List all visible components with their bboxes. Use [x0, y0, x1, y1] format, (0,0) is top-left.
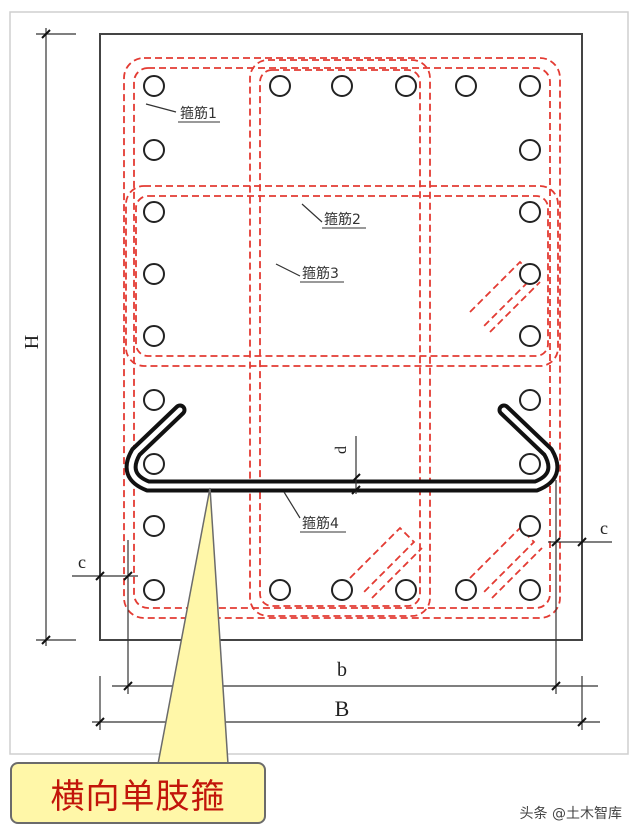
callout-box: 横向单肢箍 [10, 762, 266, 824]
stirrup1-inner [133, 67, 551, 609]
hook-tail-3 [349, 526, 416, 593]
rebar [519, 515, 541, 537]
tick [41, 635, 51, 645]
label-stirrup2: 箍筋2 [324, 211, 361, 228]
hook-tail-4 [371, 547, 423, 599]
label-cover-right: c [600, 518, 608, 538]
label-stirrup1: 箍筋1 [180, 105, 217, 122]
rebar [395, 75, 417, 97]
label-width-b: b [337, 659, 347, 681]
stirrup-group [123, 57, 561, 619]
rebar [143, 325, 165, 347]
rebar [455, 75, 477, 97]
single-leg-stirrup-inner [128, 407, 556, 489]
rebar [143, 453, 165, 475]
rebar [519, 325, 541, 347]
callout-pointer [157, 487, 229, 765]
rebar [143, 579, 165, 601]
rebar [519, 579, 541, 601]
dimension-lines [36, 28, 612, 730]
rebar [455, 579, 477, 601]
rebar [395, 579, 417, 601]
rebar [519, 263, 541, 285]
rebar [269, 579, 291, 601]
label-cover-left: c [78, 552, 86, 572]
tick [551, 681, 561, 691]
rebar [519, 453, 541, 475]
outer-frame [9, 11, 629, 755]
dimension-ticks [41, 29, 587, 727]
leader-stirrup2 [301, 203, 323, 223]
callout-text: 横向单肢箍 [50, 776, 226, 817]
rebar [143, 515, 165, 537]
stirrup2-inner [259, 69, 421, 607]
tick [351, 473, 361, 483]
tick [551, 537, 561, 547]
rebar [519, 201, 541, 223]
rebar [143, 139, 165, 161]
stirrup3-outer [125, 185, 559, 367]
tick [95, 571, 105, 581]
tick [351, 485, 361, 495]
tick [123, 681, 133, 691]
single-leg-stirrup [124, 403, 560, 493]
hook-tail-2 [489, 281, 541, 333]
leader-stirrup1 [145, 103, 177, 113]
hook-tail-6 [491, 547, 543, 599]
rebar [143, 389, 165, 411]
label-stirrup3: 箍筋3 [302, 265, 339, 282]
watermark: 头条 @土木智库 [519, 806, 622, 822]
rebar [331, 579, 353, 601]
tick [123, 571, 133, 581]
rebar [143, 201, 165, 223]
tick [577, 537, 587, 547]
section-outline [99, 33, 583, 641]
stirrup1-outer [123, 57, 561, 619]
rebar [143, 263, 165, 285]
label-stirrup4: 箍筋4 [302, 515, 339, 532]
rebar-group [143, 75, 541, 601]
rebar [519, 75, 541, 97]
tick [41, 29, 51, 39]
stirrup2-outer [249, 59, 431, 617]
rebar [269, 75, 291, 97]
tick [577, 717, 587, 727]
stirrup3-inner [135, 195, 549, 357]
label-width-B: B [335, 696, 350, 721]
tick [95, 717, 105, 727]
rebar [519, 139, 541, 161]
leader-stirrup3 [275, 263, 301, 277]
label-diameter: d [333, 446, 350, 454]
label-height: H [21, 335, 43, 349]
rebar [331, 75, 353, 97]
rebar [143, 75, 165, 97]
leader-stirrup4 [283, 491, 301, 519]
rebar [519, 389, 541, 411]
